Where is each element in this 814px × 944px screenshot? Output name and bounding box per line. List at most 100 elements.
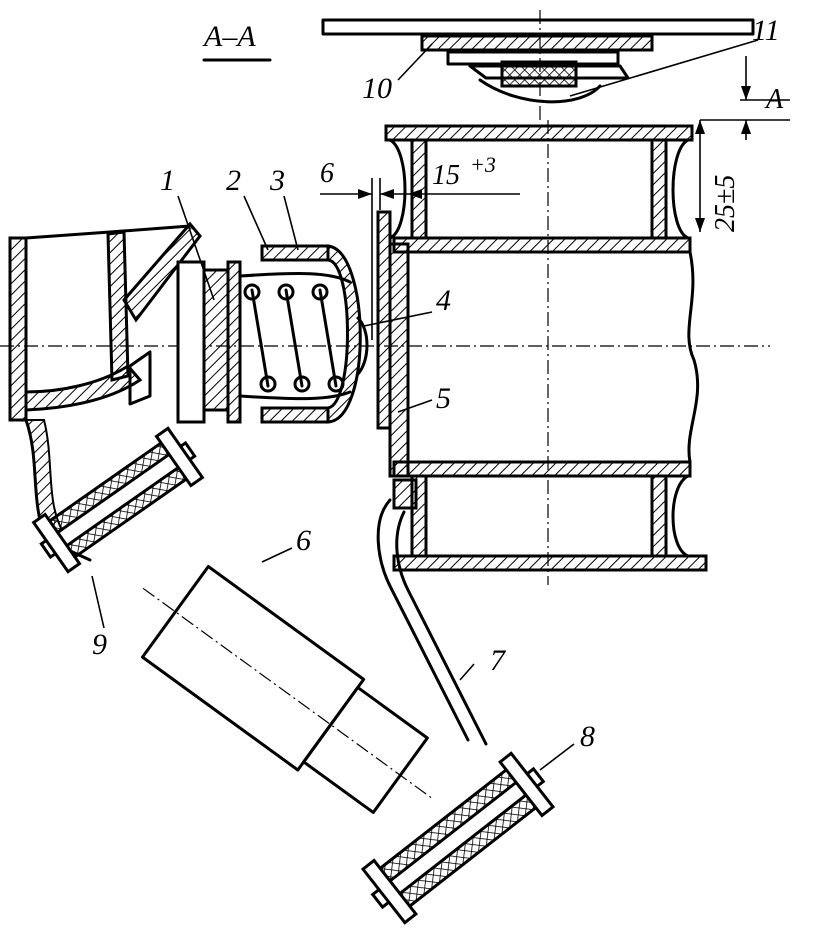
spring-base: [176, 260, 206, 424]
dimension-a: A: [700, 56, 790, 140]
frame-boss: [128, 350, 152, 406]
roller-left-web-top: [410, 138, 428, 240]
frame-bottom: [24, 364, 143, 412]
damper-stack: [202, 268, 230, 412]
dim-gap-arrow-left: [358, 189, 372, 199]
frame-top-edge: [24, 224, 192, 240]
dim-a-arrow-bottom: [741, 120, 751, 134]
leader-5: [397, 399, 433, 413]
damper-axis: [142, 587, 435, 801]
top-plate: [321, 18, 755, 36]
roller-right-web-bottom: [650, 474, 668, 558]
drum-break-line: [687, 250, 700, 464]
pad-contour: [478, 78, 602, 104]
spring-assembly: [176, 244, 369, 424]
part-label-3: 3: [269, 164, 285, 197]
upper-pivot: [31, 426, 205, 574]
roller-left-curve-top: [388, 138, 407, 240]
leader-lines: [91, 39, 759, 771]
lever-outer-edge: [376, 498, 470, 742]
section-title: A–A: [202, 20, 272, 62]
leader-2: [243, 195, 269, 251]
dim-h-arrow-bottom: [695, 218, 705, 232]
rubber-element: [500, 60, 578, 88]
lever-inner-edge: [395, 510, 488, 746]
roller-bottom-flange: [392, 554, 708, 572]
roller-top-flange: [384, 124, 694, 142]
dimension-height: 25±5: [695, 120, 741, 232]
leader-6: [261, 547, 293, 563]
leader-1: [177, 195, 215, 301]
part-label-8: 8: [580, 720, 595, 753]
lower-pin: [370, 766, 546, 910]
pad-plate: [420, 34, 654, 52]
lower-washer-left: [360, 858, 418, 925]
leader-11: [569, 39, 759, 97]
bracket-lug: [392, 478, 418, 510]
coil-section-3: [311, 283, 329, 301]
spring-seat: [226, 260, 242, 424]
contact-plate: [376, 210, 392, 430]
upper-pin: [39, 440, 197, 560]
coil-section-2: [277, 283, 295, 301]
leader-4: [363, 311, 433, 327]
part-label-5: 5: [436, 382, 451, 415]
part-label-9: 9: [92, 628, 107, 661]
lever-arm: [376, 498, 488, 746]
dim-offset-arrow: [408, 189, 422, 199]
cup-end-cap: [326, 244, 362, 424]
leader-10: [397, 43, 433, 81]
frame-left-wall: [8, 236, 28, 422]
part-label-6: 6: [296, 524, 311, 557]
dim-h-arrow-top: [695, 120, 705, 134]
part-label-10: 10: [362, 72, 392, 105]
coil-section-1: [243, 283, 261, 301]
lower-pivot: [360, 751, 556, 925]
dim-a-arrow-top: [741, 86, 751, 100]
section-label: A–A: [202, 20, 256, 53]
spring-guide-bottom: [238, 390, 352, 401]
part-label-1: 1: [160, 164, 175, 197]
drum-left-wall: [388, 242, 410, 478]
hydraulic-damper: [140, 565, 435, 814]
frame-rib: [106, 230, 130, 382]
dim-a-label: A: [764, 84, 784, 115]
frame-diagonal: [122, 221, 202, 323]
cup-bottom-wall: [260, 406, 330, 424]
upper-plate-assembly: [321, 10, 755, 120]
cup-top-wall: [260, 244, 330, 262]
dim-offset-label: 15: [432, 160, 460, 191]
spring-coil-2: [284, 288, 304, 388]
dim-h-label: 25±5: [710, 175, 741, 232]
upper-washer-right: [154, 426, 205, 488]
upper-washer-left: [31, 512, 82, 574]
roller-right-curve-top: [671, 138, 690, 240]
leader-8: [539, 743, 575, 771]
part-label-4: 4: [436, 284, 451, 317]
drum-lower-band: [392, 460, 692, 478]
roller-right-curve-bottom: [671, 474, 690, 558]
leader-9: [91, 575, 105, 629]
spring-coil-3: [318, 288, 338, 388]
part-label-11: 11: [752, 14, 780, 47]
spring-pin-head: [356, 316, 369, 376]
leader-3: [283, 195, 299, 251]
drum-upper-band: [392, 236, 692, 254]
dim-gap-arrow-right: [380, 189, 394, 199]
part-labels: 1 2 3 4 5 6 7 8 9 10 11: [92, 14, 780, 753]
part-label-2: 2: [226, 164, 241, 197]
coil-section-6: [327, 375, 345, 393]
part-label-7: 7: [490, 644, 507, 677]
dim-gap-label: 6: [320, 158, 334, 189]
coil-section-4: [259, 375, 277, 393]
roller-body: [0, 120, 770, 585]
leader-7: [459, 663, 475, 681]
roller-right-web-top: [650, 138, 668, 240]
lower-washer-right: [498, 751, 556, 818]
spring-coil-1: [250, 288, 270, 388]
dimension-gap: 6 15 +3: [320, 152, 520, 340]
spring-guide-top: [238, 272, 352, 284]
damper-cylinder: [140, 565, 366, 772]
dim-offset-tol: +3: [470, 152, 496, 177]
